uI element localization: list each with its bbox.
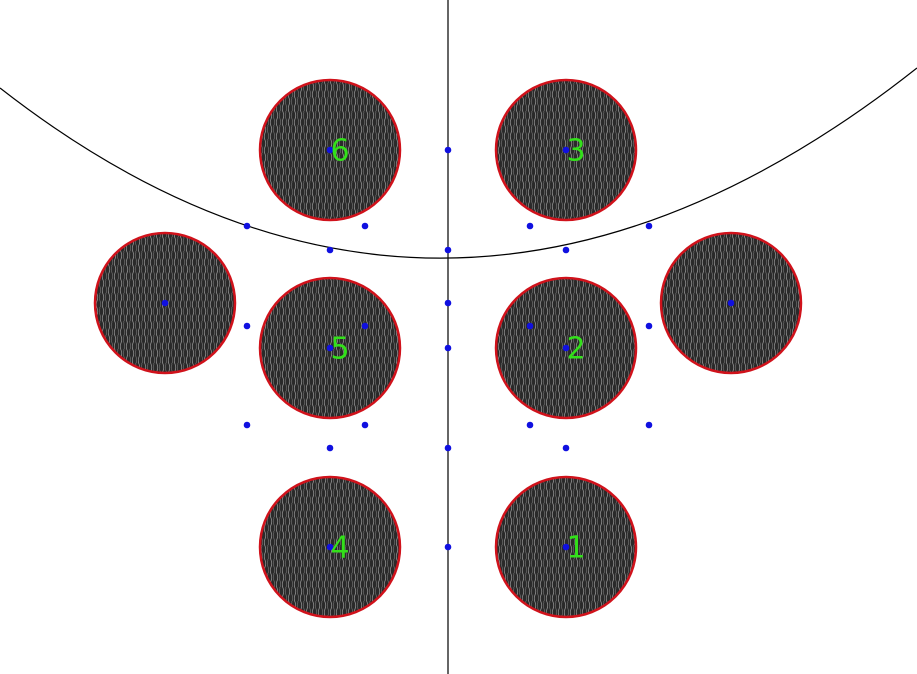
point-marker <box>361 222 369 230</box>
point-marker <box>161 299 169 307</box>
point-marker <box>444 299 452 307</box>
point-marker <box>444 444 452 452</box>
point-marker <box>243 222 251 230</box>
point-marker <box>361 322 369 330</box>
point-marker <box>243 421 251 429</box>
point-marker <box>326 146 334 154</box>
point-marker <box>326 543 334 551</box>
circle-label: 6 <box>330 134 349 169</box>
point-marker <box>562 246 570 254</box>
points-layer <box>161 146 735 551</box>
point-marker <box>361 421 369 429</box>
point-marker <box>526 322 534 330</box>
circle-label: 3 <box>566 134 585 169</box>
circle-label: 4 <box>330 531 349 566</box>
point-marker <box>526 421 534 429</box>
point-marker <box>444 344 452 352</box>
labels-layer: 6 3 5 2 4 1 <box>330 134 585 566</box>
point-marker <box>526 222 534 230</box>
point-marker <box>326 444 334 452</box>
point-marker <box>562 543 570 551</box>
point-marker <box>326 246 334 254</box>
point-marker <box>645 322 653 330</box>
circle-label: 1 <box>566 531 585 566</box>
point-marker <box>243 322 251 330</box>
point-marker <box>562 344 570 352</box>
boundary-arc <box>0 67 917 259</box>
point-marker <box>444 246 452 254</box>
point-marker <box>645 421 653 429</box>
point-marker <box>326 344 334 352</box>
point-marker <box>444 543 452 551</box>
point-marker <box>444 146 452 154</box>
circle-label: 5 <box>330 332 349 367</box>
circle-label: 2 <box>566 332 585 367</box>
point-marker <box>727 299 735 307</box>
point-marker <box>645 222 653 230</box>
point-marker <box>562 146 570 154</box>
point-marker <box>562 444 570 452</box>
